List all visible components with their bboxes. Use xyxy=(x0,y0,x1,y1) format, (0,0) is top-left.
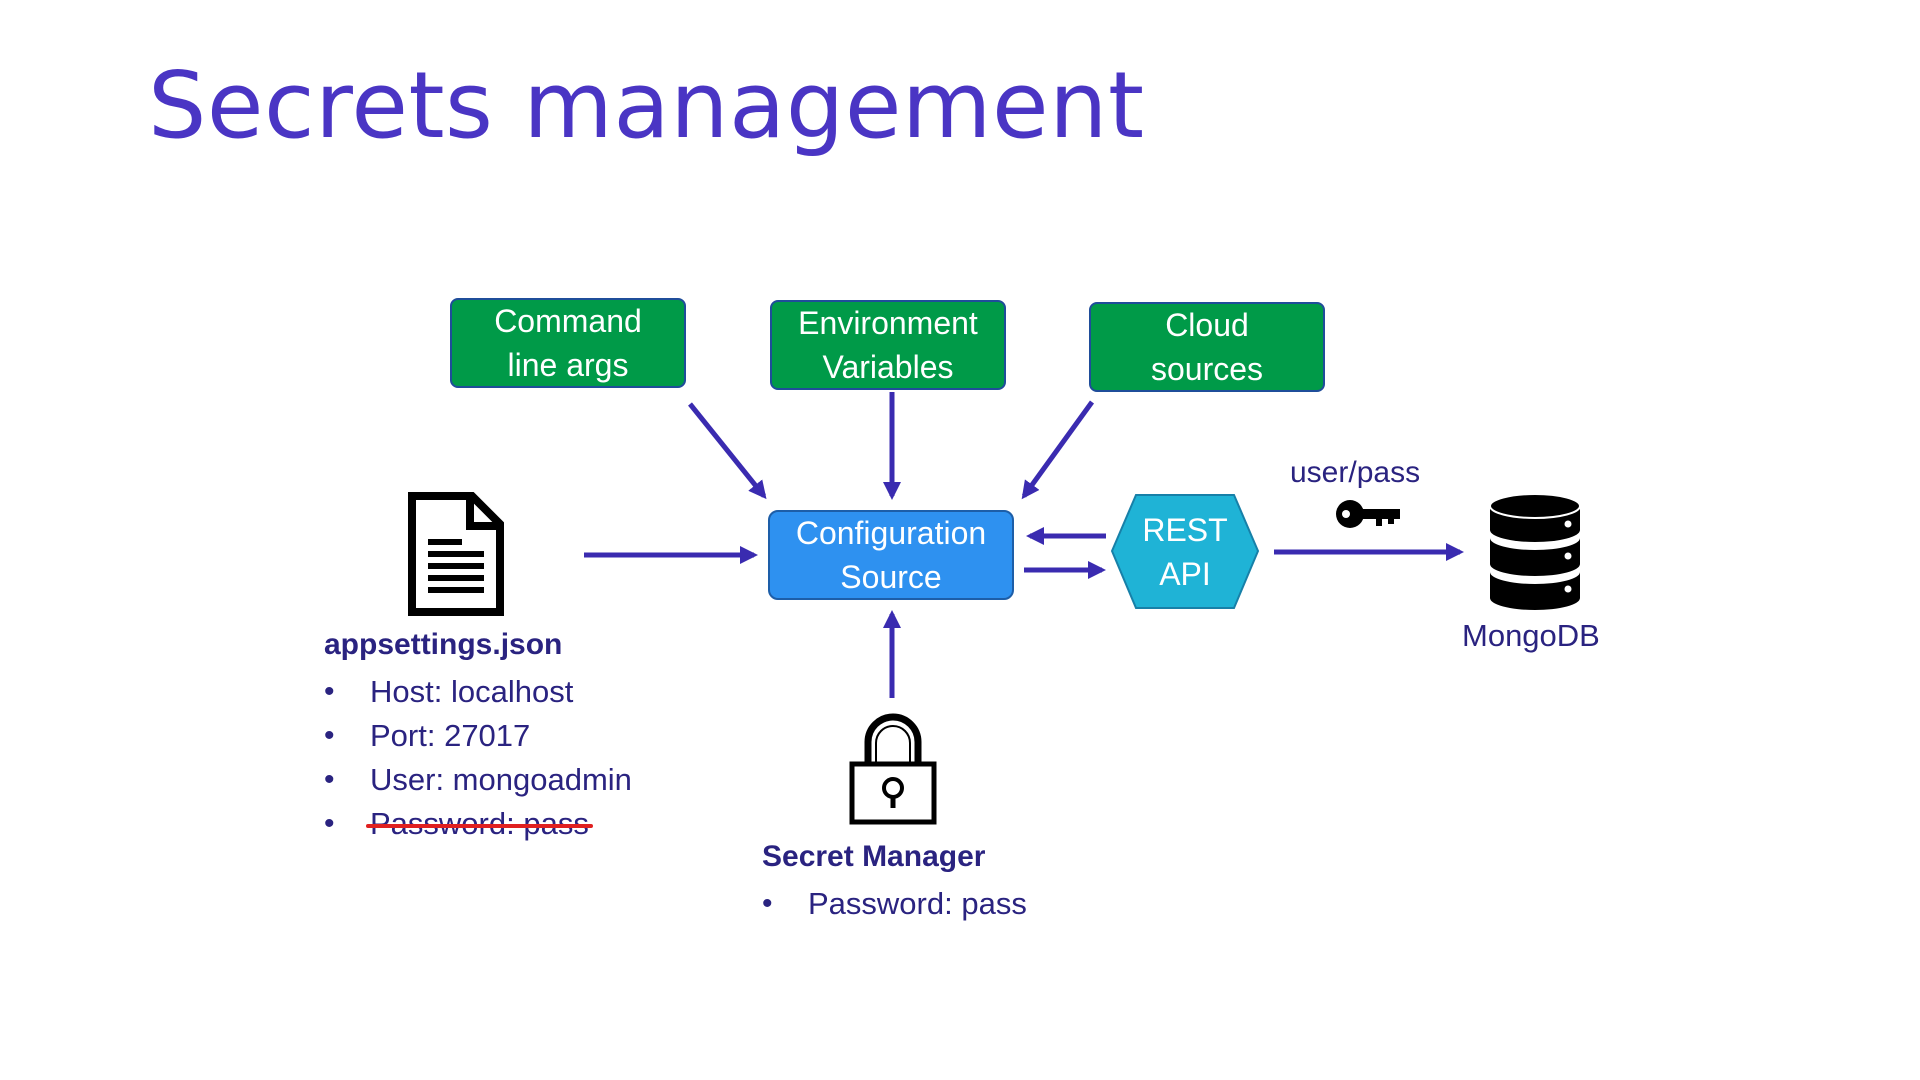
environment-variables-node: Environment Variables xyxy=(770,300,1006,390)
rest-api-line1: REST xyxy=(1142,511,1228,548)
environment-variables-line2: Variables xyxy=(822,349,954,385)
struck-password-text: Password: pass xyxy=(366,802,593,846)
secret-manager-title: Secret Manager xyxy=(762,840,986,873)
appsettings-list: Host: localhost Port: 27017 User: mongoa… xyxy=(324,670,632,846)
appsettings-item-password-struck: Password: pass xyxy=(324,802,632,846)
key-icon xyxy=(1336,500,1400,528)
lock-icon xyxy=(849,713,937,825)
appsettings-item-user: User: mongoadmin xyxy=(324,758,632,802)
command-line-args-node: Command line args xyxy=(450,298,686,388)
cloud-sources-node: Cloud sources xyxy=(1089,302,1325,392)
configuration-source-line1: Configuration xyxy=(795,515,987,551)
environment-variables-line1: Environment xyxy=(798,305,978,341)
appsettings-item-host: Host: localhost xyxy=(324,670,632,714)
secret-manager-list: Password: pass xyxy=(762,882,1027,926)
arrow-cloud-to-config xyxy=(1021,400,1095,500)
arrow-cmd-to-config xyxy=(688,402,767,500)
configuration-source-node: Configuration Source xyxy=(768,510,1014,600)
slide-title: Secrets management xyxy=(148,52,1145,159)
rest-api-hexagon xyxy=(1110,494,1260,609)
mongodb-label: MongoDB xyxy=(1462,618,1600,653)
command-line-args-line2: line args xyxy=(507,347,629,383)
document-icon xyxy=(408,492,504,616)
command-line-args-line1: Command xyxy=(494,303,642,339)
rest-api-node: REST API xyxy=(1110,493,1260,610)
database-icon xyxy=(1489,493,1581,610)
rest-api-line2: API xyxy=(1159,555,1211,592)
user-pass-label: user/pass xyxy=(1290,456,1421,489)
cloud-sources-line2: sources xyxy=(1150,351,1264,387)
appsettings-item-port: Port: 27017 xyxy=(324,714,632,758)
appsettings-title: appsettings.json xyxy=(324,628,563,661)
cloud-sources-line1: Cloud xyxy=(1165,307,1249,343)
configuration-source-line2: Source xyxy=(840,559,942,595)
secret-manager-item-password: Password: pass xyxy=(762,882,1027,926)
